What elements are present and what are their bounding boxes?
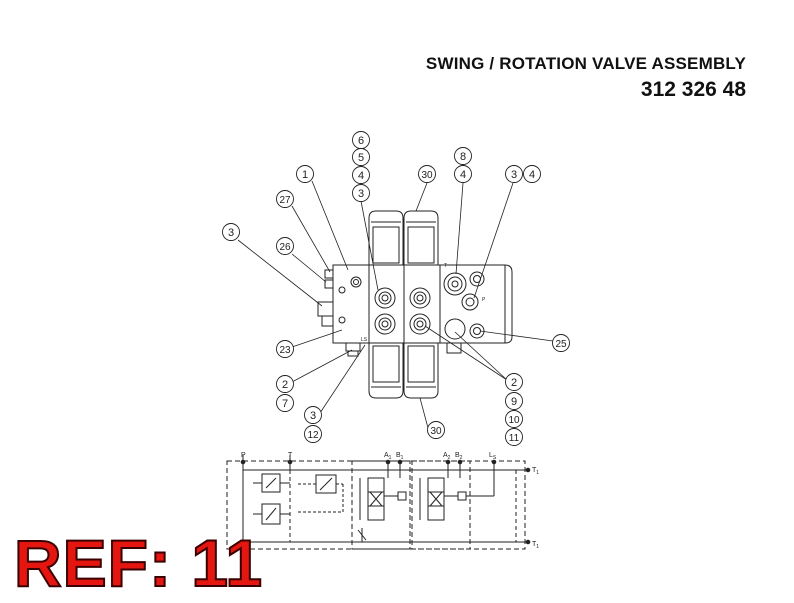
callout-number: 2 [511,377,517,389]
callout-c3a: 3 [352,184,370,202]
callout-c23: 23 [276,340,294,358]
callout-c30b: 30 [427,421,445,439]
callout-c2a: 2 [276,375,294,393]
port-ls-label: LS [489,452,497,461]
callout-c8: 8 [454,147,472,165]
body-p-label: P [482,297,486,303]
callout-c3d: 3 [505,165,523,183]
body-port-labels: LS T P [361,263,486,343]
callout-c25: 25 [552,334,570,352]
callout-c4a: 4 [352,166,370,184]
actuator-bottom-left [368,343,404,399]
port-p-label: P [241,452,246,459]
callout-c6: 6 [352,131,370,149]
callout-c11: 11 [505,428,523,446]
port-t1-top-label: T1 [532,467,539,476]
leader-lines [237,180,554,429]
callout-number: 27 [279,195,291,206]
callout-number: 30 [421,170,433,181]
callout-c9: 9 [505,392,523,410]
callout-number: 1 [302,169,308,181]
callout-c4c: 4 [523,165,541,183]
callout-c10: 10 [505,410,523,428]
callout-number: 2 [282,379,288,391]
callout-number: 9 [511,396,517,408]
title-block: SWING / ROTATION VALVE ASSEMBLY 312 326 … [426,54,746,102]
valve-body [332,264,513,344]
actuator-top-right [403,210,439,265]
callout-number: 30 [430,426,442,437]
callout-number: 3 [358,188,364,200]
port-b1-label: B1 [396,452,404,461]
callout-number: 4 [460,169,466,181]
callout-c7: 7 [276,394,294,412]
callout-c30a: 30 [418,165,436,183]
callout-number: 5 [358,152,364,164]
callout-number: 26 [279,242,291,253]
actuator-bottom-right [403,343,439,399]
port-t1-bottom-label: T1 [532,541,539,550]
callout-c12: 12 [304,425,322,443]
port-a1-label: A1 [384,452,392,461]
callout-c27: 27 [276,190,294,208]
callout-number: 8 [460,151,466,163]
callout-number: 10 [508,415,520,426]
port-b2-label: B2 [455,452,463,461]
callout-c3b: 3 [222,223,240,241]
callout-c3c: 3 [304,406,322,424]
callout-number: 12 [307,430,319,441]
body-ls-label: LS [361,337,368,343]
hydraulic-schematic [226,455,531,550]
body-t-label: T [444,263,447,269]
callout-c1: 1 [296,165,314,183]
part-number: 312 326 48 [640,78,746,101]
title-line-1: SWING / ROTATION VALVE ASSEMBLY [425,54,746,73]
callout-number: 6 [358,135,364,147]
inlet-ports [443,271,485,340]
callout-c4b: 4 [454,165,472,183]
left-fittings [317,269,462,357]
port-a2-label: A2 [443,452,451,461]
spool-caps [374,287,431,335]
callout-c5: 5 [352,148,370,166]
port-t-label: T [288,452,293,459]
callout-number: 11 [509,433,520,444]
callout-number: 7 [282,398,288,410]
callout-number: 23 [279,345,291,356]
actuator-top-left [368,210,404,265]
callout-number: 4 [358,170,364,182]
schematic-port-labels: P T A1 B1 A2 B2 LS T1 T1 [241,452,539,550]
callout-c2b: 2 [505,373,523,391]
ref-label: REF: 11 [13,526,264,600]
callout-number: 4 [529,169,535,181]
callout-number: 3 [511,169,517,181]
callout-number: 3 [310,410,316,422]
callout-number: 3 [228,227,234,239]
callout-c26: 26 [276,237,294,255]
callout-number: 25 [555,339,567,350]
